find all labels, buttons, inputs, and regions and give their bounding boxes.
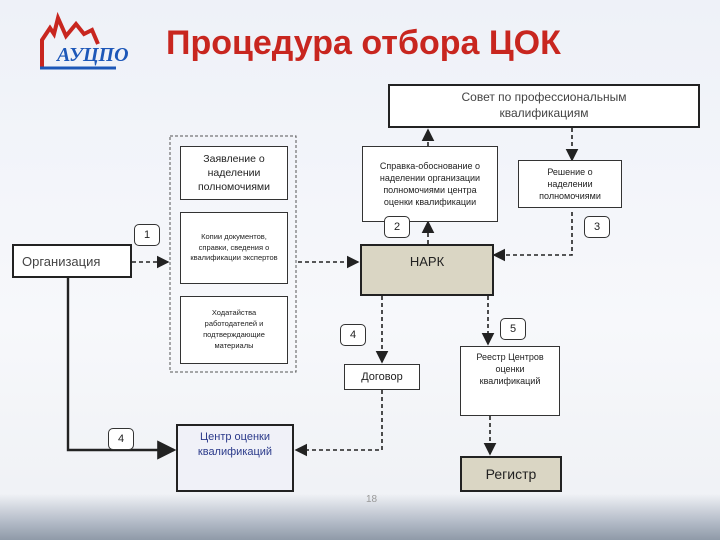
council-label: Совет по профессиональным квалификациям bbox=[461, 90, 627, 120]
logo-icon bbox=[40, 11, 116, 70]
page-number: 18 bbox=[366, 494, 378, 505]
petition-label: Ходатайства работодателей и подтверждающ… bbox=[203, 308, 265, 350]
copies-label: Копии документов, справки, сведения о кв… bbox=[190, 231, 278, 263]
organization-label: Организация bbox=[22, 253, 101, 269]
council-box: Совет по профессиональным квалификациям bbox=[388, 84, 700, 128]
contract-label: Договор bbox=[361, 371, 403, 383]
copies-box: Копии документов, справки, сведения о кв… bbox=[180, 212, 288, 284]
register-box: Регистр bbox=[460, 456, 562, 492]
center-label: Центр оценки квалификаций bbox=[197, 431, 273, 458]
logo-text: АУЦПО bbox=[57, 44, 129, 66]
center-box: Центр оценки квалификаций bbox=[176, 424, 294, 492]
nark-label: НАРК bbox=[409, 254, 445, 269]
registry-label: Реестр Центров оценки квалификаций bbox=[476, 352, 544, 387]
decision-box: Решение о наделении полномочиями bbox=[518, 160, 622, 208]
justification-box: Справка-обоснование о наделении организа… bbox=[362, 146, 498, 222]
registry-box: Реестр Центров оценки квалификаций bbox=[460, 346, 560, 416]
statement-box: Заявление о наделении полномочиями bbox=[180, 146, 288, 200]
step-badge-5: 5 bbox=[500, 318, 526, 340]
step-badge-4-contract: 4 bbox=[340, 324, 366, 346]
page-title: Процедура отбора ЦОК bbox=[166, 24, 561, 62]
step-badge-1: 1 bbox=[134, 224, 160, 246]
organization-box: Организация bbox=[12, 244, 132, 278]
nark-box: НАРК bbox=[360, 244, 494, 296]
step-badge-2: 2 bbox=[384, 216, 410, 238]
step-badge-3: 3 bbox=[584, 216, 610, 238]
decision-label: Решение о наделении полномочиями bbox=[539, 166, 601, 202]
step-badge-4-center: 4 bbox=[108, 428, 134, 450]
register-label: Регистр bbox=[485, 466, 537, 482]
background-skyline bbox=[0, 494, 720, 540]
petition-box: Ходатайства работодателей и подтверждающ… bbox=[180, 296, 288, 364]
contract-box: Договор bbox=[344, 364, 420, 390]
statement-label: Заявление о наделении полномочиями bbox=[198, 152, 270, 194]
justification-label: Справка-обоснование о наделении организа… bbox=[379, 160, 481, 208]
